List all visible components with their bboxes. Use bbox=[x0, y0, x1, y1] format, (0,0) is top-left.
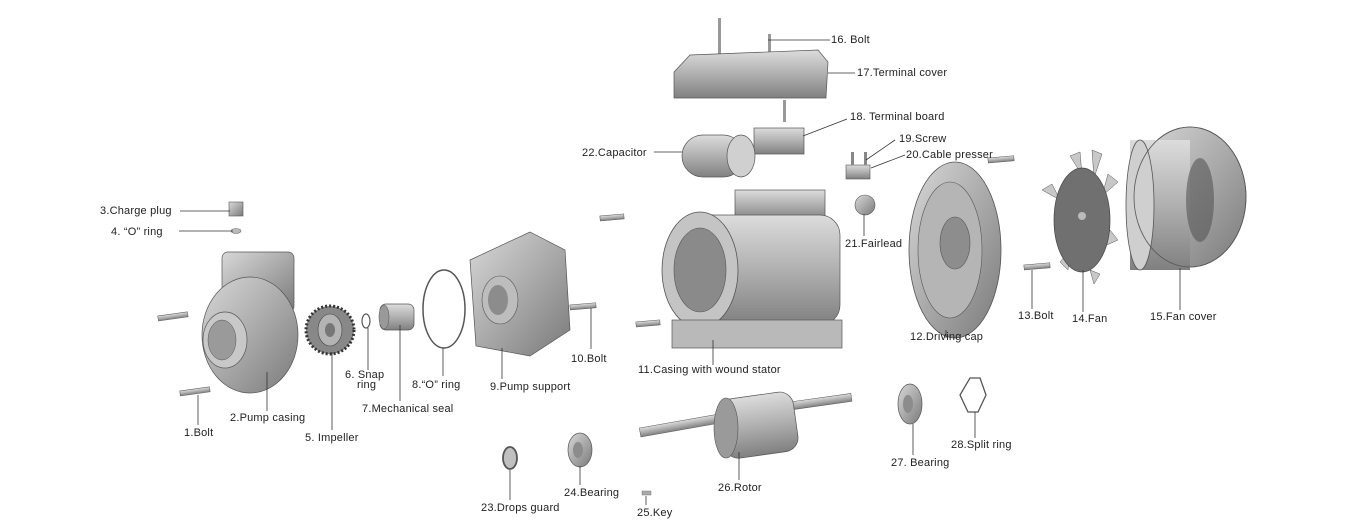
pump-casing-part bbox=[201, 251, 299, 394]
impeller-part bbox=[304, 304, 356, 356]
label-rotor: 26.Rotor bbox=[718, 482, 762, 494]
label-bearing-27: 27. Bearing bbox=[891, 457, 950, 469]
fan-cover-part bbox=[1125, 126, 1247, 271]
label-bolt-1: 1.Bolt bbox=[184, 427, 214, 439]
bolt-extra-part bbox=[987, 155, 1015, 164]
label-snap-ring-line2: ring bbox=[357, 379, 377, 391]
label-split-ring: 28.Split ring bbox=[951, 439, 1012, 451]
bolt-13-part bbox=[1023, 262, 1051, 271]
label-pump-casing: 2.Pump casing bbox=[230, 412, 306, 424]
label-snap-ring-line1: 6. Snap bbox=[345, 369, 385, 381]
bolt-part bbox=[157, 311, 211, 397]
cable-presser-part bbox=[845, 152, 871, 180]
label-key: 25.Key bbox=[637, 507, 673, 519]
motor-casing-part bbox=[661, 189, 843, 349]
drops-guard-part bbox=[502, 446, 518, 470]
label-fan: 14.Fan bbox=[1072, 313, 1108, 325]
label-casing-stator: 11.Casing with wound stator bbox=[638, 364, 781, 376]
bolt-10-part bbox=[569, 302, 597, 311]
fairlead-part bbox=[854, 194, 876, 216]
label-drops-guard: 23.Drops guard bbox=[481, 502, 560, 514]
terminal-board-part bbox=[753, 100, 805, 155]
label-cable-presser: 20.Cable presser bbox=[906, 149, 993, 161]
key-part bbox=[641, 490, 652, 496]
o-ring-large-part bbox=[422, 269, 466, 349]
driving-cap-part bbox=[908, 161, 1002, 339]
label-bolt-16: 16. Bolt bbox=[831, 34, 870, 46]
terminal-cover-part bbox=[673, 18, 829, 99]
label-o-ring-small: 4. “O” ring bbox=[111, 226, 163, 238]
label-mechanical-seal: 7.Mechanical seal bbox=[362, 403, 454, 415]
label-o-ring-large: 8.“O” ring bbox=[412, 379, 461, 391]
label-bearing-24: 24.Bearing bbox=[564, 487, 620, 499]
label-terminal-cover: 17.Terminal cover bbox=[857, 67, 948, 79]
bearing-24-part bbox=[567, 432, 593, 468]
fan-part bbox=[1041, 149, 1119, 285]
label-fairlead: 21.Fairlead bbox=[845, 238, 903, 250]
label-charge-plug: 3.Charge plug bbox=[100, 205, 172, 217]
bolt-extra-part bbox=[599, 213, 625, 222]
label-pump-support: 9.Pump support bbox=[490, 381, 571, 393]
bearing-27-part bbox=[897, 383, 923, 425]
label-screw: 19.Screw bbox=[899, 133, 947, 145]
label-impeller: 5. Impeller bbox=[305, 432, 359, 444]
label-bolt-13: 13.Bolt bbox=[1018, 310, 1054, 322]
pump-support-part bbox=[469, 231, 571, 357]
leader-lines bbox=[179, 39, 1181, 505]
mechanical-seal-part bbox=[378, 303, 415, 331]
bolt-extra-part bbox=[635, 319, 661, 328]
label-terminal-board: 18. Terminal board bbox=[850, 111, 945, 123]
split-ring-part bbox=[959, 377, 987, 413]
label-fan-cover: 15.Fan cover bbox=[1150, 311, 1217, 323]
label-capacitor: 22.Capacitor bbox=[582, 147, 647, 159]
label-bolt-10: 10.Bolt bbox=[571, 353, 607, 365]
snap-ring-part bbox=[361, 313, 371, 329]
label-driving-cap: 12.Driving cap bbox=[910, 331, 984, 343]
charge-plug-part bbox=[228, 201, 244, 217]
rotor-part bbox=[639, 391, 853, 459]
capacitor-part bbox=[681, 134, 756, 178]
label-snap-ring: 6. Snap ring bbox=[345, 369, 385, 391]
